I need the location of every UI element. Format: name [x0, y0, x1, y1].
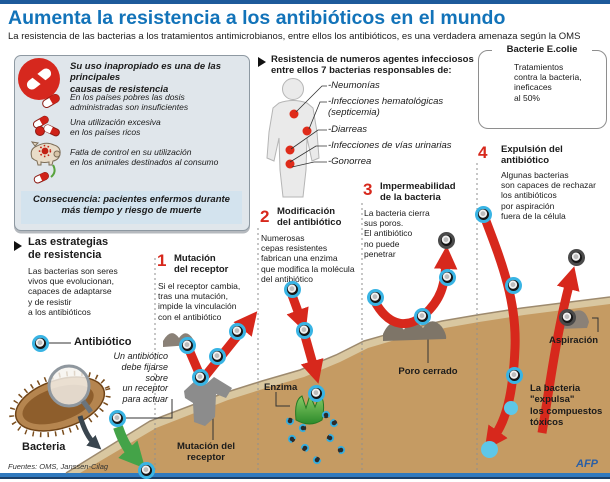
- toxic-compound-icon: [481, 441, 498, 458]
- panel2-antibiotic-modification: [285, 293, 346, 465]
- antibiotic-icon: [209, 348, 226, 365]
- receptor-note: Un antibiótico debe fijarse sobre un rec…: [113, 351, 168, 405]
- antibiotic-icon: [138, 462, 155, 479]
- misuse-intro: Su uso inapropiado es una de las princip…: [70, 61, 221, 95]
- section-marker-icon: [14, 241, 22, 251]
- step1-title: Mutación del receptor: [174, 253, 229, 276]
- misuse-item: Una utilización excesiva en los países r…: [70, 117, 161, 138]
- ecoli-text: Tratamientos contra la bacteria, inefica…: [514, 62, 582, 103]
- disease-leader-lines: [289, 85, 327, 168]
- step4-expulsion-caption: La bacteria "expulsa" los compuestos tóx…: [530, 383, 603, 429]
- consequence-box: [21, 191, 242, 224]
- strategies-body: Las bacterias son seres vivos que evoluc…: [28, 266, 118, 317]
- antibiotic-label: Antibiótico: [74, 336, 132, 348]
- antibiotic-icon: [505, 277, 522, 294]
- antibiotic-icon: [296, 322, 313, 339]
- sources-text: Fuentes: OMS, Janssen-Cilag: [8, 462, 109, 471]
- bottom-rule-dark: [0, 476, 610, 479]
- section-marker-icon: [258, 57, 266, 67]
- antibiotic-icon: [414, 308, 431, 325]
- step2-title: Modificación del antibiótico: [277, 206, 342, 229]
- step-number: 2: [260, 207, 270, 226]
- step-number: 3: [363, 180, 373, 199]
- binding-arrow: [113, 425, 146, 469]
- misuse-item: En los países pobres las dosis administr…: [70, 92, 189, 113]
- ecoli-title: Bacterie E.colie: [492, 44, 592, 56]
- bottom-rule: [0, 473, 610, 477]
- no-antibiotics-icon: [18, 58, 60, 100]
- page-title: Aumenta la resistencia a los antibiótico…: [8, 7, 506, 29]
- antibiotic-icon: [284, 281, 301, 298]
- toxic-compound-icon: [504, 401, 518, 415]
- misuse-item: Fatla de control en su utilización en lo…: [70, 147, 219, 168]
- step2-caption: Enzima: [264, 382, 298, 393]
- disease-label: -Diarreas: [328, 124, 368, 135]
- step3-text: La bacteria cierra sus poros. El antibió…: [364, 208, 430, 259]
- bacteria-cell-icon: [9, 364, 111, 450]
- step4-title: Expulsión del antibiótico: [501, 144, 563, 167]
- step3-title: Impermeabilidad de la bacteria: [380, 181, 456, 204]
- step3-caption: Poro cerrado: [398, 366, 458, 377]
- afp-logo: AFP: [576, 458, 598, 470]
- page-subtitle: La resistencia de las bacterias a los tr…: [8, 31, 581, 42]
- pig-icon: [30, 141, 61, 184]
- ecoli-box: [478, 50, 607, 129]
- antibiotic-icon: [559, 309, 576, 326]
- antibiotic-icon: [568, 249, 585, 266]
- disease-label: -Infecciones de vías urinarias: [328, 140, 452, 151]
- antibiotic-icon: [438, 232, 455, 249]
- disease-label: -Neumonías: [328, 80, 380, 91]
- step4-pore-caption: Aspiración: [549, 335, 599, 346]
- antibiotic-icon: [229, 323, 246, 340]
- pill-icon: [42, 94, 60, 108]
- human-silhouette: [266, 78, 327, 198]
- antibiotic-icon: [506, 367, 523, 384]
- antibiotic-icon: [367, 289, 384, 306]
- antibiotic-icon: [192, 369, 209, 386]
- step1-text: Si el receptor cambia, tras una mutación…: [158, 281, 241, 322]
- disease-label: -Infecciones hematológicas (septicemia): [328, 96, 444, 119]
- antibiotic-icon: [308, 385, 325, 402]
- step1-caption: Mutación del receptor: [176, 441, 236, 464]
- magnifier-icon: [47, 364, 91, 408]
- step-number: 1: [157, 251, 167, 270]
- step2-text: Numerosas cepas resistentes fabrican una…: [261, 233, 355, 284]
- step-number: 4: [478, 143, 488, 162]
- antibiotic-icon: [109, 410, 126, 427]
- pills-icon: [32, 115, 60, 137]
- antibiotic-fragments: [285, 410, 346, 465]
- agents-heading: Resistencia de numeros agentes infeccios…: [271, 54, 474, 77]
- bacteria-label: Bacteria: [22, 441, 66, 453]
- disease-label: -Gonorrea: [328, 156, 372, 167]
- top-rule: [0, 0, 610, 4]
- step4-text: Algunas bacterias son capaces de rechaza…: [501, 170, 596, 221]
- antibiotic-icon: [32, 335, 49, 352]
- antibiotic-icon: [475, 206, 492, 223]
- antibiotic-icon: [439, 269, 456, 286]
- antibiotic-icon: [179, 337, 196, 354]
- strategies-heading: Las estrategias de resistencia: [28, 236, 109, 262]
- consequence-text: Consecuencia: pacientes enfermos durante…: [33, 194, 230, 217]
- panel3-impermeability: [370, 245, 458, 341]
